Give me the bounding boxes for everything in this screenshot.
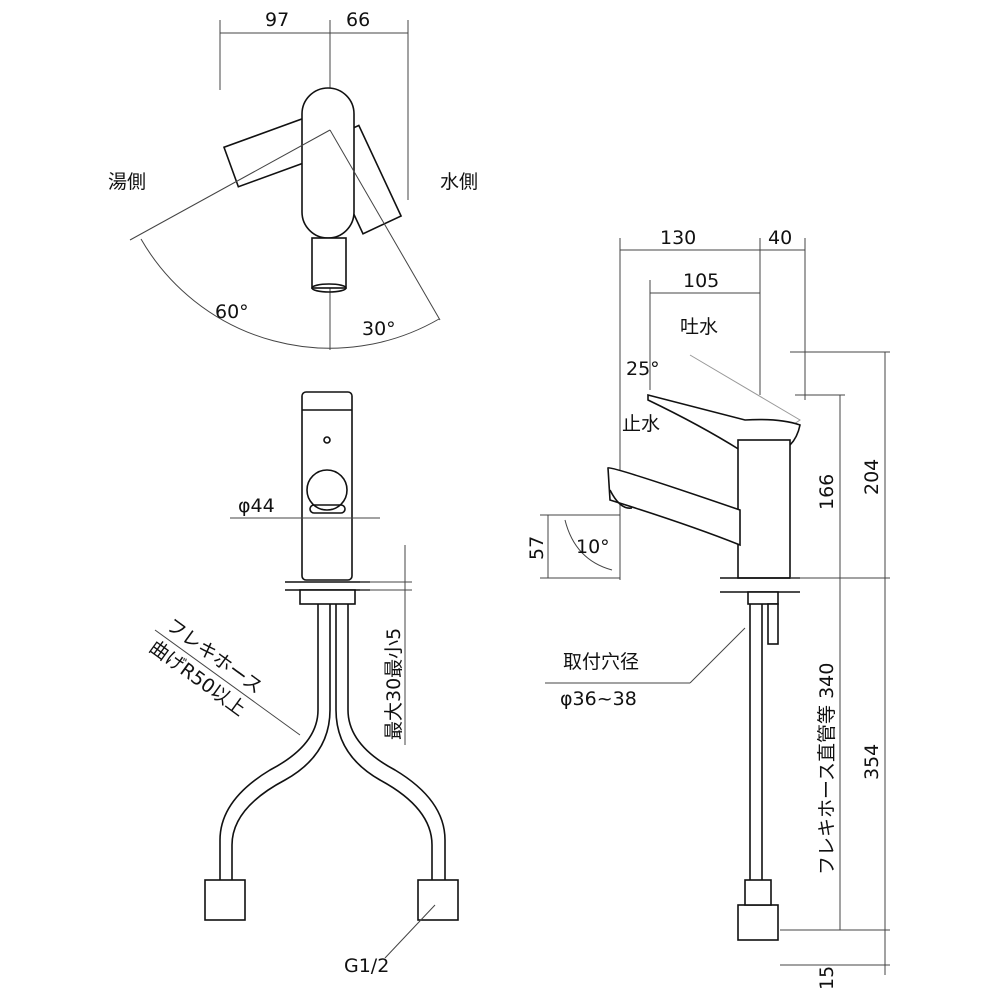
- top-view: 97 66 湯側 水側 60° 30°: [108, 9, 478, 350]
- water-on-label: 吐水: [680, 316, 718, 338]
- hose-straight-340: フレキホース直管等 340: [816, 663, 838, 875]
- dim-97: 97: [265, 9, 289, 31]
- dim-66: 66: [346, 9, 370, 31]
- side-view: 130 40 105 吐水 25° 止水 166 204 フレキホース直管等 3…: [526, 227, 890, 990]
- counter-thickness: 最大30最小5: [383, 628, 405, 740]
- dim-130: 130: [660, 227, 696, 249]
- mount-hole-label: 取付穴径: [563, 651, 639, 673]
- dim-57: 57: [526, 536, 548, 560]
- angle-60: 60°: [215, 301, 249, 323]
- dim-354: 354: [861, 744, 883, 780]
- dim-40: 40: [768, 227, 792, 249]
- mount-hole-value: φ36~38: [560, 688, 637, 710]
- front-view: φ44 最大30最小5 フレキホース 曲げR50以上 G1/2: [145, 391, 459, 977]
- dim-15: 15: [816, 966, 838, 990]
- dim-166: 166: [816, 474, 838, 510]
- water-off-label: 止水: [622, 413, 660, 435]
- angle-25: 25°: [626, 358, 660, 380]
- angle-30: 30°: [362, 318, 396, 340]
- cold-side-label: 水側: [440, 171, 478, 193]
- hot-side-label: 湯側: [108, 171, 146, 193]
- dim-204: 204: [861, 459, 883, 495]
- diameter-44: φ44: [238, 495, 275, 517]
- dim-105: 105: [683, 270, 719, 292]
- angle-10: 10°: [576, 536, 610, 558]
- thread-g12: G1/2: [344, 955, 389, 977]
